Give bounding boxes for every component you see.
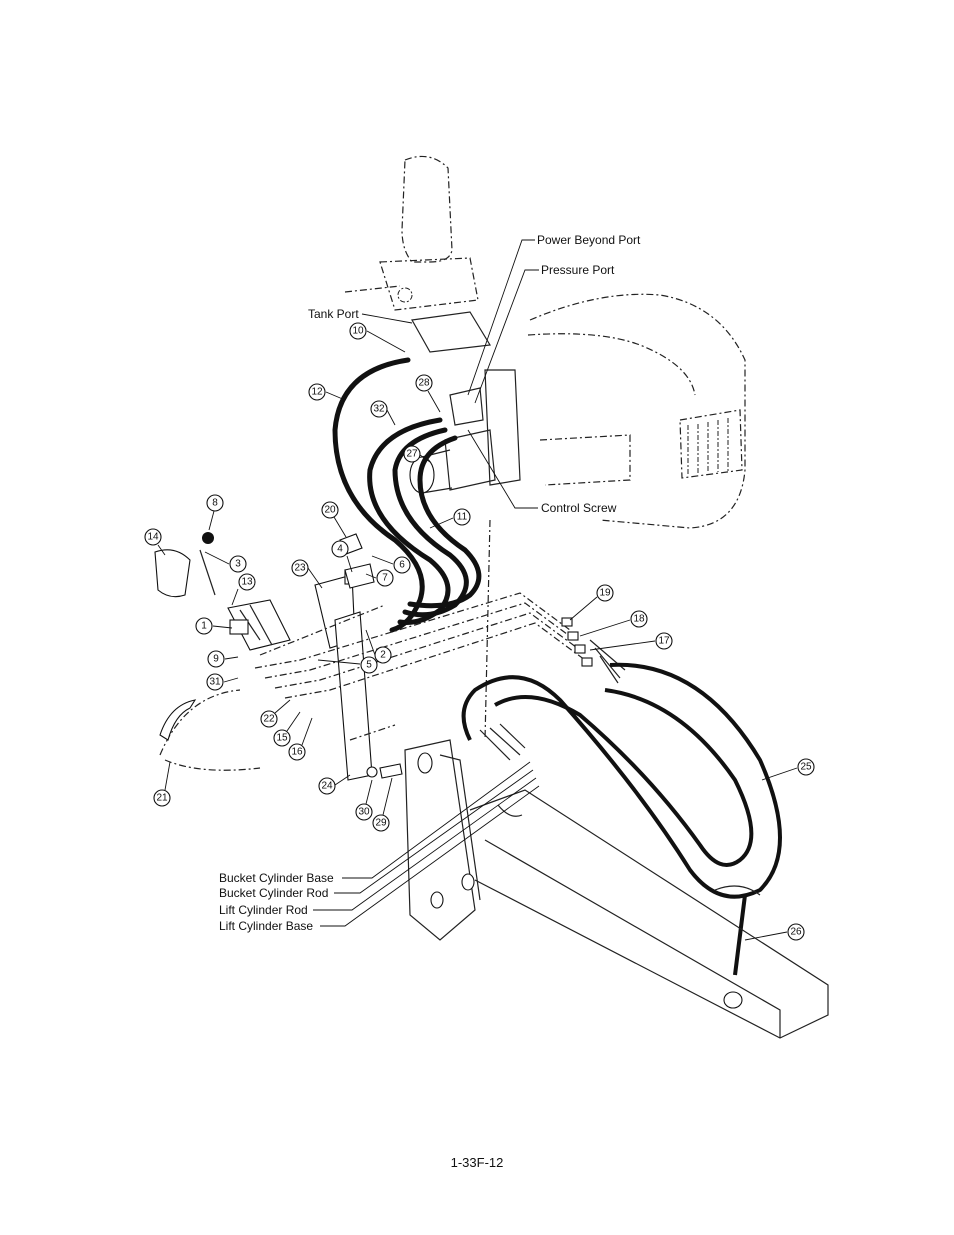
svg-text:29: 29 bbox=[375, 818, 387, 829]
svg-text:Bucket Cylinder Rod: Bucket Cylinder Rod bbox=[219, 886, 328, 900]
svg-text:14: 14 bbox=[147, 532, 159, 543]
callout-bucket-cylinder-rod: Bucket Cylinder Rod bbox=[219, 769, 534, 900]
svg-text:22: 22 bbox=[263, 714, 275, 725]
svg-text:27: 27 bbox=[406, 449, 418, 460]
part-bubble-24: 24 bbox=[318, 774, 351, 795]
hoses-main bbox=[332, 357, 482, 633]
part-bubble-12: 12 bbox=[308, 383, 346, 401]
small-parts bbox=[202, 532, 403, 779]
svg-text:16: 16 bbox=[291, 747, 303, 758]
callout-lift-cylinder-rod: Lift Cylinder Rod bbox=[219, 777, 537, 917]
part-bubble-13: 13 bbox=[231, 573, 256, 606]
part-bubble-16: 16 bbox=[288, 717, 313, 761]
svg-text:20: 20 bbox=[324, 505, 336, 516]
svg-text:12: 12 bbox=[311, 387, 323, 398]
part-bubble-32: 32 bbox=[370, 400, 396, 426]
part-bubble-11: 11 bbox=[429, 508, 471, 529]
control-lever bbox=[314, 569, 373, 781]
callout-bucket-cylinder-base: Bucket Cylinder Base bbox=[219, 761, 531, 885]
part-bubble-5: 5 bbox=[317, 656, 378, 674]
svg-text:5: 5 bbox=[366, 660, 372, 671]
svg-text:1: 1 bbox=[201, 621, 207, 632]
part-bubble-2: 2 bbox=[365, 629, 392, 664]
svg-text:21: 21 bbox=[156, 793, 168, 804]
part-bubble-23: 23 bbox=[291, 559, 323, 589]
svg-text:17: 17 bbox=[658, 636, 670, 647]
part-bubble-3: 3 bbox=[204, 551, 247, 573]
part-bubble-25: 25 bbox=[761, 758, 815, 781]
svg-text:28: 28 bbox=[418, 378, 430, 389]
part-bubble-26: 26 bbox=[744, 923, 805, 941]
svg-text:10: 10 bbox=[352, 326, 364, 337]
svg-text:26: 26 bbox=[790, 927, 802, 938]
page-number: 1-33F-12 bbox=[450, 1155, 504, 1170]
part-bubble-4: 4 bbox=[331, 540, 353, 573]
control-valve bbox=[154, 549, 291, 651]
svg-text:3: 3 bbox=[235, 559, 241, 570]
tractor-hood bbox=[527, 293, 746, 529]
svg-text:Lift Cylinder Rod: Lift Cylinder Rod bbox=[219, 903, 308, 917]
part-bubble-10: 10 bbox=[349, 322, 406, 353]
tractor-seat bbox=[344, 155, 479, 311]
part-bubble-6: 6 bbox=[371, 555, 411, 574]
hose-bundle bbox=[461, 662, 782, 976]
svg-text:4: 4 bbox=[337, 544, 343, 555]
part-bubble-30: 30 bbox=[355, 779, 373, 821]
svg-text:15: 15 bbox=[276, 733, 288, 744]
svg-text:31: 31 bbox=[209, 677, 221, 688]
part-bubble-15: 15 bbox=[273, 711, 301, 747]
svg-text:32: 32 bbox=[373, 404, 385, 415]
callout-control-screw: Control Screw bbox=[467, 429, 617, 515]
svg-text:6: 6 bbox=[399, 560, 405, 571]
svg-text:Tank Port: Tank Port bbox=[308, 307, 359, 321]
svg-text:19: 19 bbox=[599, 588, 611, 599]
part-bubble-29: 29 bbox=[372, 777, 393, 832]
part-bubble-8: 8 bbox=[206, 494, 224, 531]
part-bubble-7: 7 bbox=[365, 569, 394, 587]
callout-lift-cylinder-base: Lift Cylinder Base bbox=[219, 785, 540, 933]
guard-21 bbox=[159, 689, 261, 771]
callout-pressure-port: Pressure Port bbox=[474, 263, 615, 404]
svg-text:23: 23 bbox=[294, 563, 306, 574]
part-bubble-21: 21 bbox=[153, 761, 171, 807]
svg-text:7: 7 bbox=[382, 573, 388, 584]
part-bubble-18: 18 bbox=[579, 610, 648, 637]
valve-bracket bbox=[409, 311, 521, 494]
svg-text:Lift Cylinder Base: Lift Cylinder Base bbox=[219, 919, 313, 933]
part-bubble-28: 28 bbox=[415, 374, 441, 413]
svg-text:18: 18 bbox=[633, 614, 645, 625]
svg-text:30: 30 bbox=[358, 807, 370, 818]
part-bubble-22: 22 bbox=[260, 699, 291, 728]
part-bubble-31: 31 bbox=[206, 673, 239, 691]
part-bubble-9: 9 bbox=[207, 650, 239, 668]
svg-text:24: 24 bbox=[321, 781, 333, 792]
svg-text:2: 2 bbox=[380, 650, 386, 661]
part-bubble-14: 14 bbox=[144, 528, 166, 556]
callout-tank-port: Tank Port bbox=[308, 307, 413, 324]
svg-text:11: 11 bbox=[457, 512, 468, 523]
fittings-right bbox=[561, 617, 626, 684]
part-bubble-1: 1 bbox=[195, 617, 233, 635]
loader-lines bbox=[254, 519, 586, 741]
svg-text:Control Screw: Control Screw bbox=[541, 501, 617, 515]
part-bubble-19: 19 bbox=[569, 584, 614, 621]
part-bubble-20: 20 bbox=[321, 501, 347, 538]
svg-text:Power Beyond Port: Power Beyond Port bbox=[537, 233, 641, 247]
svg-text:Bucket Cylinder Base: Bucket Cylinder Base bbox=[219, 871, 334, 885]
svg-text:9: 9 bbox=[213, 654, 219, 665]
loader-frame bbox=[404, 739, 829, 1039]
part-bubble-17: 17 bbox=[589, 632, 673, 651]
svg-text:13: 13 bbox=[241, 577, 253, 588]
svg-text:Pressure Port: Pressure Port bbox=[541, 263, 615, 277]
callout-power-beyond-port: Power Beyond Port bbox=[467, 233, 641, 396]
svg-text:8: 8 bbox=[212, 498, 218, 509]
svg-text:25: 25 bbox=[800, 762, 812, 773]
part-bubble-27: 27 bbox=[403, 445, 431, 463]
